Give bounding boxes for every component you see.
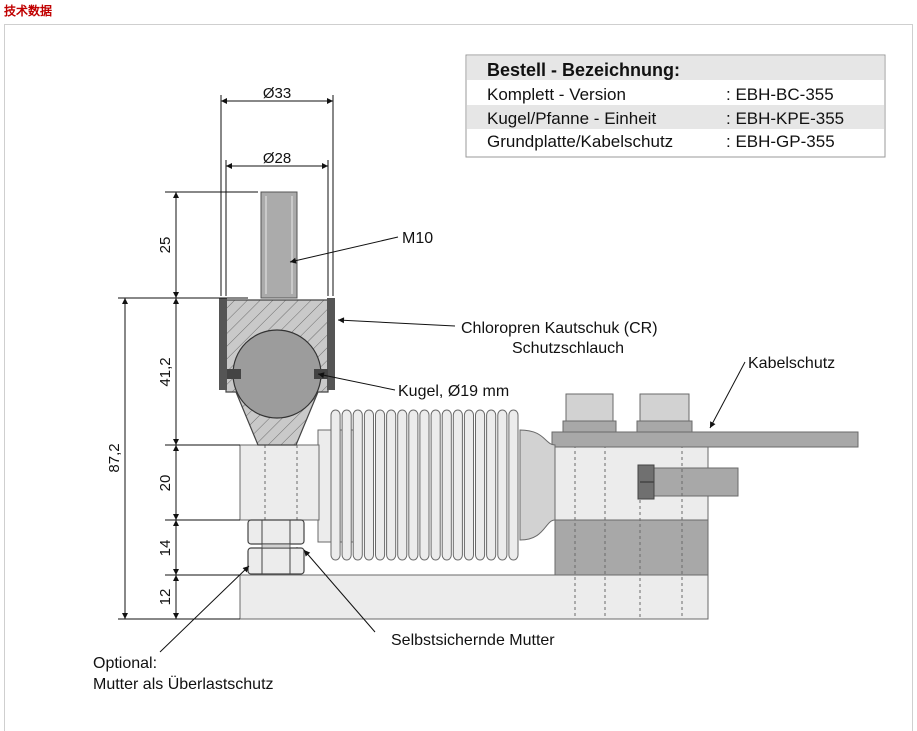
rubber-sleeve-left	[219, 298, 227, 390]
bellows-convolution	[375, 409, 386, 561]
order-row-1-code: : EBH-BC-355	[726, 85, 834, 104]
label-cable-guard: Kabelschutz	[748, 355, 835, 372]
bellows-convolution	[497, 409, 508, 561]
dim-diameter-33: Ø33	[263, 85, 291, 102]
order-row-3-code: : EBH-GP-355	[726, 132, 835, 151]
bellows-convolution	[363, 409, 374, 561]
dim-height-12: 12	[157, 589, 174, 606]
label-ball: Kugel, Ø19 mm	[398, 383, 509, 400]
order-row-2-code: : EBH-KPE-355	[726, 109, 844, 128]
sensor-block	[554, 444, 739, 618]
order-table-row-shade	[467, 105, 884, 129]
label-protective-sleeve: Schutzschlauch	[512, 340, 624, 357]
ball	[232, 329, 322, 419]
lower-dark-block	[554, 519, 709, 576]
cable-guard-plate	[551, 431, 859, 448]
bellows-convolution	[408, 409, 419, 561]
dim-height-87-2: 87,2	[106, 443, 123, 472]
dim-height-25: 25	[157, 237, 174, 254]
bellows-convolution	[419, 409, 430, 561]
self-locking-nuts	[247, 519, 305, 575]
cable-guard	[551, 393, 859, 448]
bellows-convolutions	[330, 409, 519, 561]
threaded-stud	[260, 191, 298, 299]
leader-lines	[159, 236, 746, 653]
bellows-convolution	[386, 409, 397, 561]
bellows-convolution	[475, 409, 486, 561]
label-m10: M10	[402, 230, 433, 247]
page-header-title: 技术数据	[4, 4, 53, 18]
nut-bottom	[247, 547, 305, 575]
bellows-convolution	[341, 409, 352, 561]
label-self-locking-nut: Selbstsichernde Mutter	[391, 632, 555, 649]
dim-height-14: 14	[157, 540, 174, 557]
label-optional: Optional:	[93, 655, 157, 672]
bellows-convolution	[352, 409, 363, 561]
order-table-title-row	[467, 56, 884, 80]
label-chloroprene: Chloropren Kautschuk (CR)	[461, 320, 658, 337]
screw-head-right	[639, 393, 690, 423]
label-overload-nut: Mutter als Überlastschutz	[93, 675, 274, 693]
dim-height-41-2: 41,2	[157, 357, 174, 386]
bellows-convolution	[441, 409, 452, 561]
bellows-convolution	[463, 409, 474, 561]
dim-height-20: 20	[157, 475, 174, 492]
bellows-convolution	[508, 409, 519, 561]
base-plate	[239, 574, 709, 620]
nut-top	[247, 519, 305, 545]
order-row-1-label: Komplett - Version	[487, 85, 626, 104]
screw-head-left	[565, 393, 614, 423]
order-table: Bestell - Bezeichnung: Komplett - Versio…	[465, 54, 886, 158]
bellows	[317, 409, 556, 561]
order-row-3-label: Grundplatte/Kabelschutz	[487, 132, 673, 151]
rubber-sleeve-right	[327, 298, 335, 390]
dimension-lines	[118, 95, 334, 620]
bellows-convolution	[486, 409, 497, 561]
cable-gland	[639, 467, 739, 497]
bellows-convolution	[397, 409, 408, 561]
order-table-title: Bestell - Bezeichnung:	[487, 60, 680, 80]
bellows-convolution	[330, 409, 341, 561]
dim-diameter-28: Ø28	[263, 150, 291, 167]
bellows-convolution	[452, 409, 463, 561]
drawing-frame	[4, 24, 913, 731]
ball-socket	[219, 298, 335, 446]
order-row-2-label: Kugel/Pfanne - Einheit	[487, 109, 656, 128]
bellows-transition	[519, 429, 556, 541]
bellows-convolution	[430, 409, 441, 561]
